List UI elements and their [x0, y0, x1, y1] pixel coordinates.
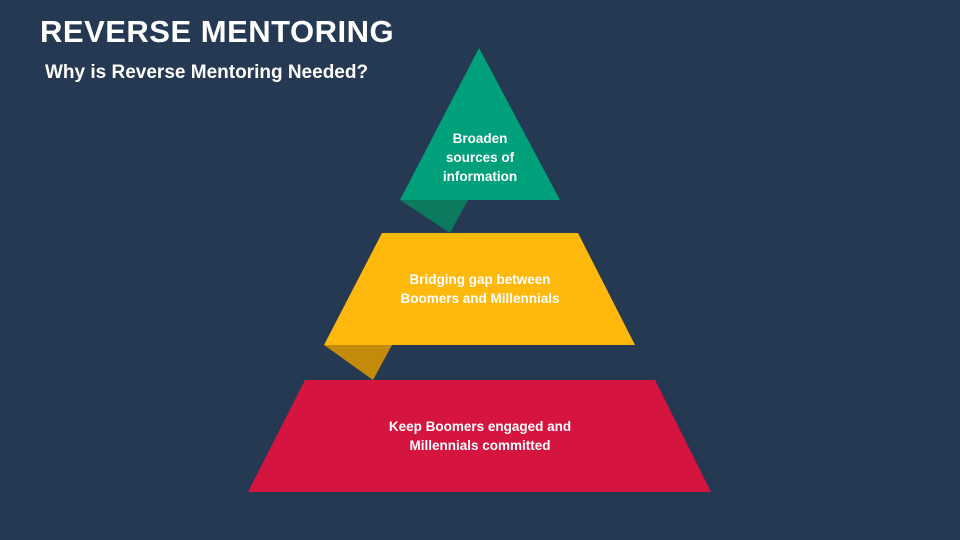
tier-top-shape [400, 48, 560, 200]
tier-bottom-shape [248, 380, 711, 492]
slide-subtitle: Why is Reverse Mentoring Needed? [45, 62, 369, 83]
tier-middle-label: Bridging gap between Boomers and Millenn… [400, 272, 560, 306]
fold-top [400, 200, 468, 233]
fold-middle [324, 345, 392, 380]
tier-top-label: Broaden sources of information [442, 131, 518, 184]
tier-bottom-label: Keep Boomers engaged and Millennials com… [388, 419, 572, 453]
tier-middle-shape [324, 233, 635, 345]
slide-title: REVERSE MENTORING [40, 14, 395, 49]
